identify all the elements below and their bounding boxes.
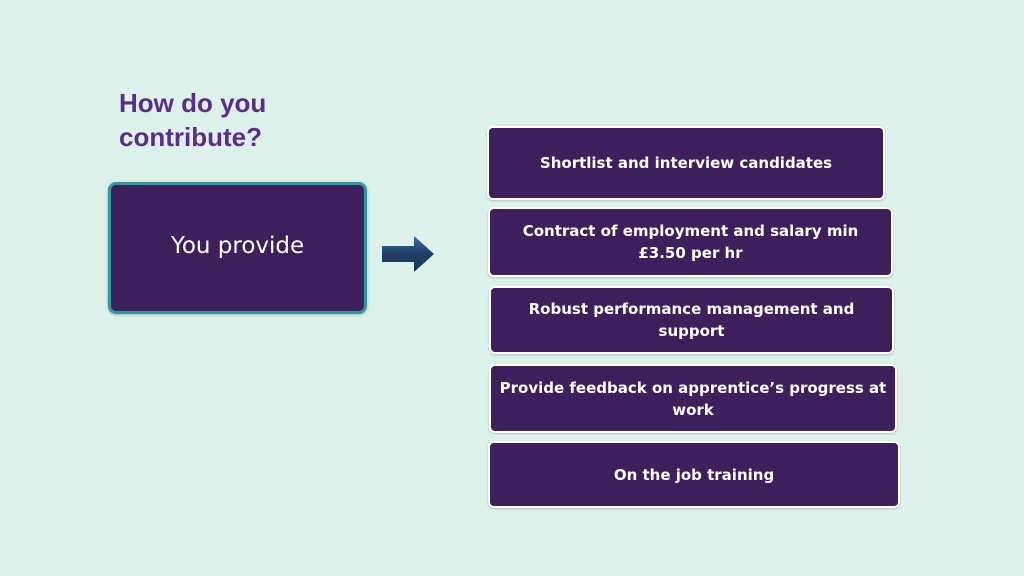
contribution-item-shortlist: Shortlist and interview candidates	[487, 126, 885, 200]
arrow-right-icon	[382, 236, 434, 272]
contribution-item-training: On the job training	[488, 441, 900, 508]
contribution-item-feedback: Provide feedback on apprentice’s progres…	[489, 364, 897, 433]
contribution-item-performance: Robust performance management and suppor…	[489, 286, 894, 354]
contribution-item-contract: Contract of employment and salary min £3…	[488, 207, 893, 277]
you-provide-label: You provide	[170, 233, 305, 259]
slide-title: How do you contribute?	[119, 88, 267, 152]
you-provide-box: You provide	[108, 182, 367, 314]
